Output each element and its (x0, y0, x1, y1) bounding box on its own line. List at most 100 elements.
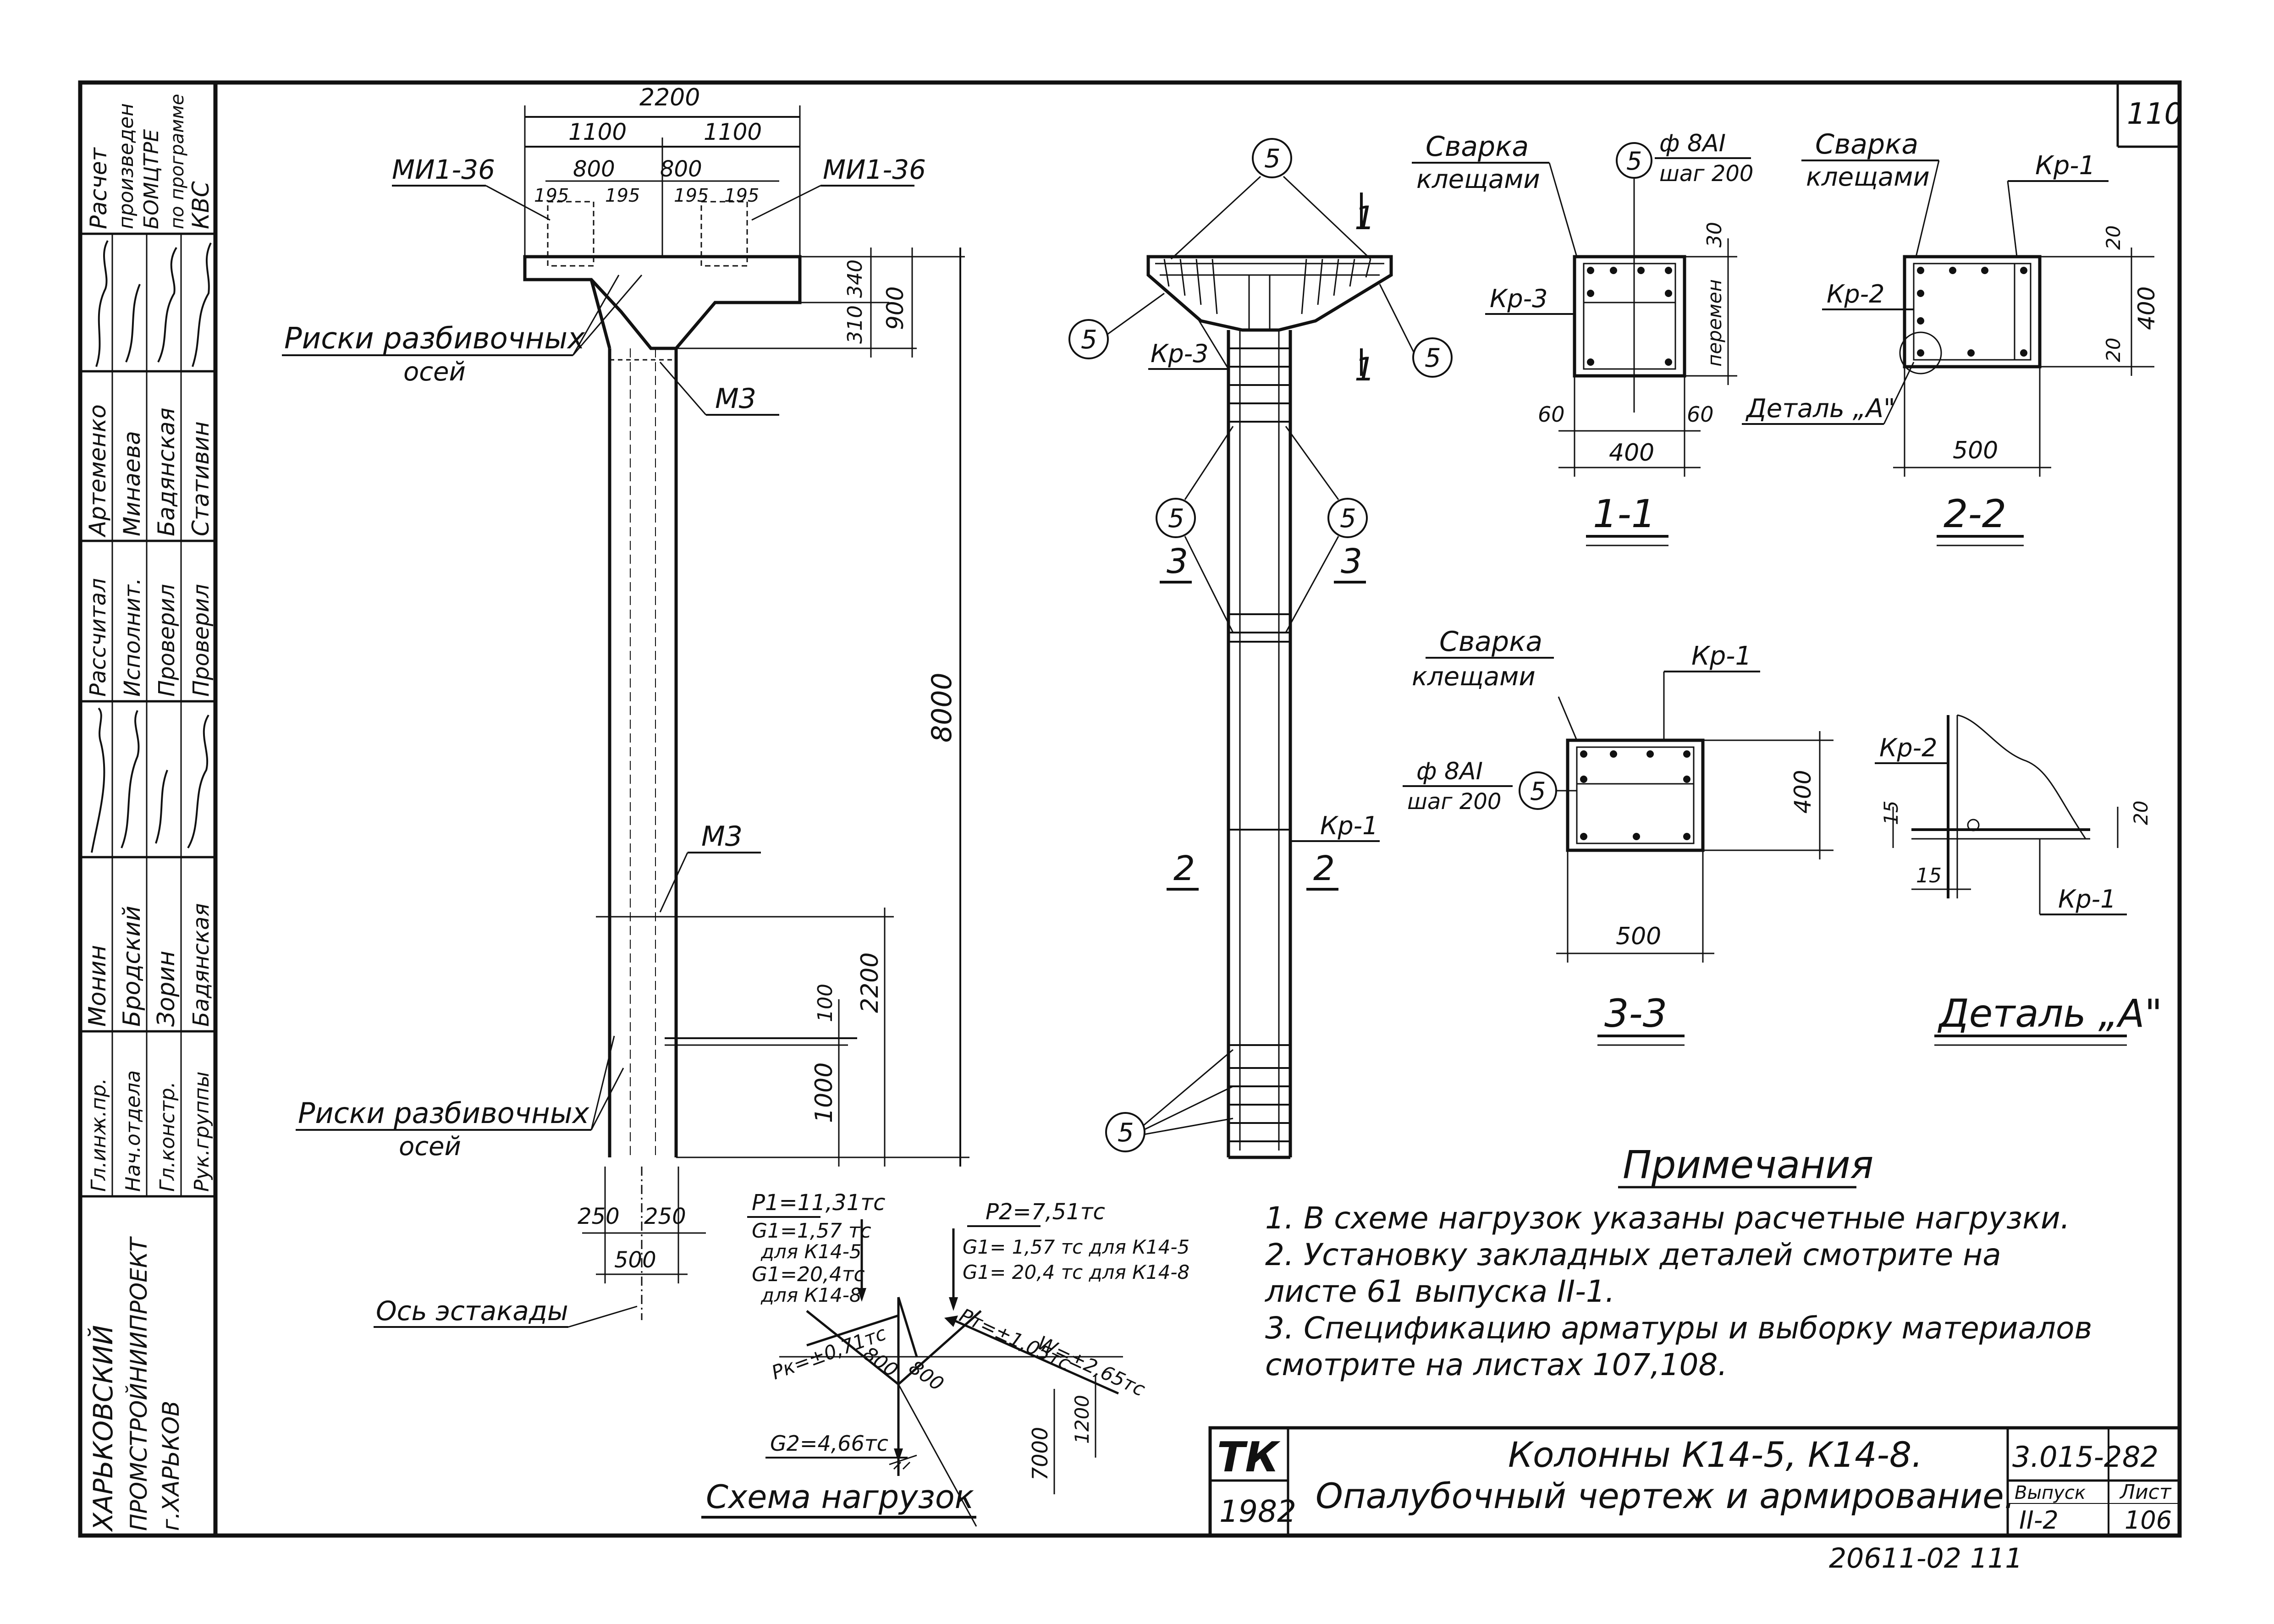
tb-issue-label: Выпуск (2015, 1482, 2086, 1503)
detail-dim-15-a: 15 (1880, 801, 1902, 825)
stamp-role-1: Гл.инж.пр. (87, 1078, 110, 1192)
s11-mark: 5 (1626, 147, 1642, 176)
s22-detail-ref: Деталь „А" (1745, 394, 1895, 424)
tb-doc-code: 3.015-2 (2012, 1440, 2122, 1474)
s33-kp1: Кр-1 (1691, 641, 1751, 671)
stamp-org-2: ПРОМСТРОЙНИИПРОЕКТ (125, 1236, 152, 1531)
dim-195-c: 195 (674, 185, 709, 206)
detail-dim-20: 20 (2130, 801, 2152, 825)
mark-5-bottom: 5 (1118, 1118, 1134, 1148)
load-p1: P1=11,31тс (752, 1190, 885, 1216)
dim-250-b: 250 (644, 1204, 686, 1229)
s11-dim-400: 400 (1609, 439, 1654, 467)
notes: Примечания 1. В схеме нагрузок указаны р… (1264, 1142, 2092, 1382)
note-5: смотрите на листах 107,108. (1265, 1347, 1728, 1382)
label-kp3: Кр-3 (1151, 339, 1208, 368)
s22-dim-20-a: 20 (2102, 226, 2125, 250)
detail-kp1: Кр-1 (2058, 885, 2116, 914)
mark-5-right-mid: 5 (1340, 504, 1356, 534)
dim-800-a: 800 (573, 156, 615, 182)
signatures-1 (91, 707, 209, 853)
note-3: листе 61 выпуска II-1. (1264, 1274, 1615, 1309)
s11-dim-60-b: 60 (1687, 402, 1714, 427)
notes-title: Примечания (1623, 1142, 1873, 1187)
s11-weld-2: клещами (1416, 165, 1540, 194)
s11-weld-1: Сварка (1426, 131, 1529, 163)
tb-tk: ТК (1217, 1433, 1281, 1481)
label-axes-bottom-2: осей (399, 1132, 461, 1162)
stamp-role-3: Гл.констр. (156, 1081, 179, 1192)
dim-310: 310 (843, 305, 867, 344)
dim-900: 900 (882, 286, 908, 330)
tb-sheet-value: 106 (2125, 1506, 2172, 1535)
section-3-3: Сварка клещами Кр-1 ф 8АI шаг 200 5 400 … (1403, 626, 1834, 1046)
s22-dim-20-b: 20 (2102, 338, 2125, 362)
s11-bar-1: ф 8АI (1659, 130, 1726, 157)
load-title: Схема нагрузок (706, 1478, 974, 1516)
stamp-calc-4: по программе (167, 94, 188, 229)
stamp-role-4: Рук.группы (190, 1072, 214, 1192)
label-axes-top-1: Риски разбивочных (284, 322, 585, 356)
dim-340: 340 (843, 259, 867, 298)
s11-title: 1-1 (1593, 491, 1656, 536)
load-dim-800-b: 800 (905, 1356, 948, 1395)
detail-kp2: Кр-2 (1879, 733, 1937, 762)
section-2-left: 2 (1173, 849, 1195, 888)
s11-dim-var: перемен (1703, 279, 1726, 367)
s22-kp1: Кр-1 (2035, 151, 2095, 181)
load-scheme: P1=11,31тс G1=1,57 тс для К14-5 G1=20,4т… (701, 1190, 1189, 1527)
sheet-frame: 110 (78, 80, 2183, 1538)
tb-doc-num: 82 (2122, 1440, 2158, 1474)
stamp-calc-2: произведен (115, 103, 138, 229)
label-axis-trestle: Ось эстакады (376, 1295, 568, 1327)
stamp-role2-1: Рассчитал (85, 578, 111, 697)
dim-195-b: 195 (605, 185, 640, 206)
section-1-1: Сварка клещами 5 ф 8АI шаг 200 Кр-3 30 п… (1412, 130, 1753, 546)
stamp-name2-4: Стативин (187, 421, 214, 536)
stamp-name-4: Бадянская (188, 903, 214, 1027)
s33-weld-2: клещами (1412, 662, 1536, 692)
mark-5-left-head: 5 (1081, 325, 1097, 355)
stamp-name2-2: Минаева (119, 431, 145, 536)
stamp-org-3: г.ХАРЬКОВ (158, 1401, 184, 1531)
stamp-name-3: Зорин (153, 951, 180, 1027)
stamp-name2-1: Артеменко (84, 404, 111, 538)
stamp-name2-3: Бадянская (153, 407, 180, 536)
load-g2b: G1= 20,4 тс для К14-8 (963, 1261, 1189, 1283)
label-axes-top-2: осей (403, 357, 466, 387)
section-3-left: 3 (1167, 542, 1188, 581)
detail-dim-15-b: 15 (1916, 864, 1942, 887)
left-stamp: ХАРЬКОВСКИЙ ПРОМСТРОЙНИИПРОЕКТ г.ХАРЬКОВ… (80, 94, 215, 1532)
section-1-bottom: 1 (1354, 351, 1375, 388)
dim-1100-right: 1100 (704, 119, 762, 145)
stamp-name-2: Бродский (118, 906, 146, 1027)
section-2-right: 2 (1313, 849, 1335, 888)
s33-dim-500: 500 (1616, 923, 1661, 950)
detail-a: Кр-2 15 15 20 Кр-1 Деталь „А" (1875, 714, 2162, 1046)
load-g1a: G1=1,57 тс (752, 1219, 871, 1243)
dim-195-d: 195 (724, 185, 759, 206)
stamp-org-1: ХАРЬКОВСКИЙ (87, 1325, 119, 1532)
s22-kp2: Кр-2 (1827, 280, 1884, 308)
dim-1000: 1000 (810, 1062, 838, 1123)
s22-title: 2-2 (1944, 491, 2006, 536)
s22-weld-2: клещами (1806, 162, 1930, 192)
dim-800-b: 800 (660, 156, 702, 182)
s22-dim-500: 500 (1953, 437, 1998, 464)
detail-title: Деталь „А" (1937, 991, 2162, 1036)
label-mi-right: МИ1-36 (823, 154, 926, 185)
stamp-role2-3: Проверил (154, 584, 180, 697)
dim-2200-top: 2200 (639, 84, 700, 111)
section-2-2: Сварка клещами Кр-1 Кр-2 20 20 400 Детал… (1742, 128, 2160, 546)
tb-issue-value: II-2 (2019, 1506, 2059, 1535)
tb-title-1: Колонны К14-5, К14-8. (1508, 1434, 1922, 1475)
title-block: ТК 1982 Колонны К14-5, К14-8. Опалубочны… (1208, 1426, 2181, 1537)
corner-sheet-number: 110 (2127, 97, 2183, 131)
label-kp1: Кр-1 (1320, 811, 1378, 840)
stamp-name-1: Монин (84, 945, 111, 1027)
stamp-role2-4: Проверил (188, 584, 214, 697)
label-axes-bottom-1: Риски разбивочных (298, 1096, 590, 1130)
section-3-right: 3 (1341, 542, 1362, 581)
label-m3-bottom: М3 (701, 820, 743, 853)
load-dim-7000: 7000 (1028, 1427, 1052, 1481)
